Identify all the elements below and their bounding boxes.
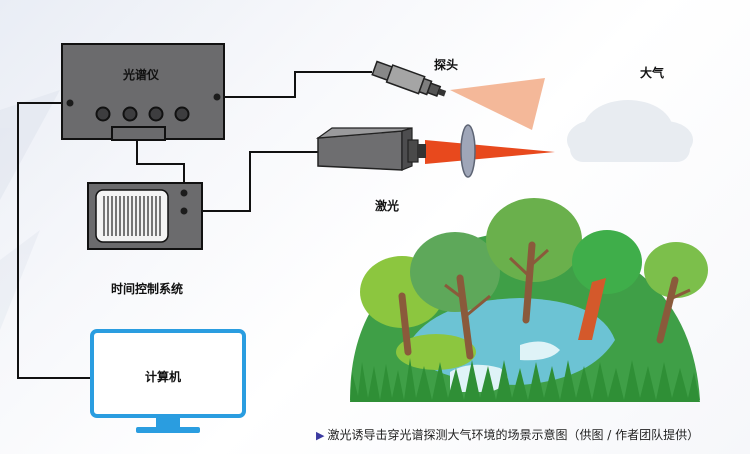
connection-wires <box>17 71 372 379</box>
spectrometer-label: 光谱仪 <box>123 68 160 82</box>
background-streaks <box>0 90 60 330</box>
forest-scene <box>350 198 708 402</box>
spectrometer-box <box>61 43 225 141</box>
caption-triangle-icon: ▶ <box>316 429 325 442</box>
figure-caption: ▶激光诱导击穿光谱探测大气环境的场景示意图（供图 / 作者团队提供） <box>316 426 699 443</box>
caption-text: 激光诱导击穿光谱探测大气环境的场景示意图（供图 / 作者团队提供） <box>327 428 700 442</box>
timing-control-label: 时间控制系统 <box>111 282 184 296</box>
computer-monitor <box>90 329 246 433</box>
cloud <box>567 100 693 162</box>
atmosphere-label: 大气 <box>640 66 665 80</box>
probe-label: 探头 <box>434 58 459 72</box>
probe <box>371 60 545 130</box>
timing-control-box <box>87 182 203 250</box>
laser-label: 激光 <box>375 199 400 213</box>
laser-device <box>315 124 555 178</box>
computer-label: 计算机 <box>145 370 182 384</box>
